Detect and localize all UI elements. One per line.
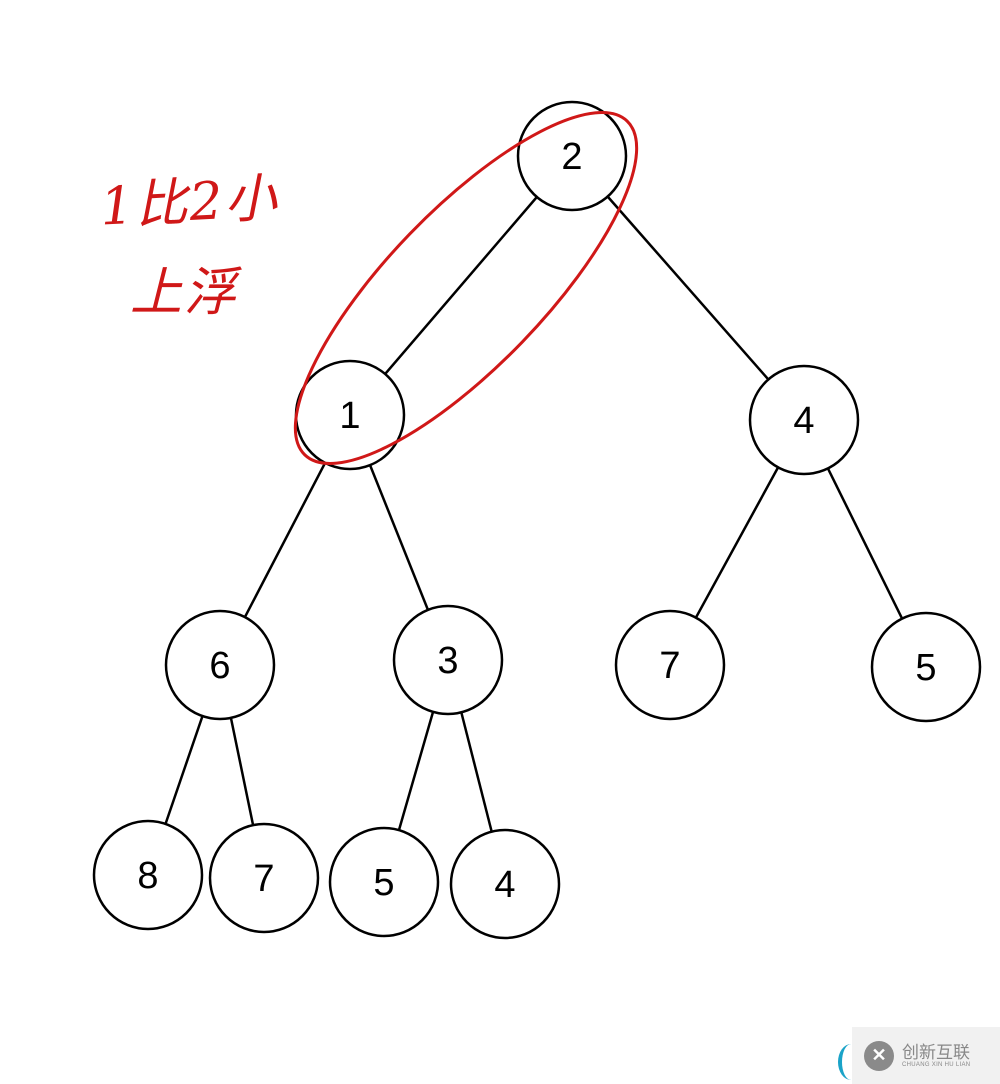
node-value: 7 xyxy=(659,645,680,687)
tree-node: 1 xyxy=(294,359,406,471)
node-circle xyxy=(208,822,320,934)
tree-node: 5 xyxy=(870,611,982,723)
tree-edges xyxy=(146,155,928,885)
tree-edge xyxy=(571,155,805,421)
node-value: 1 xyxy=(339,395,360,437)
node-value: 8 xyxy=(137,855,158,897)
tree-node: 4 xyxy=(449,828,561,940)
node-value: 4 xyxy=(793,400,814,442)
node-value: 5 xyxy=(373,862,394,904)
annotation-line-2: 上浮 xyxy=(130,263,239,323)
tree-node: 7 xyxy=(614,609,726,721)
tree-node: 8 xyxy=(92,819,204,931)
tree-edge xyxy=(349,155,573,416)
tree-node: 5 xyxy=(328,826,440,938)
node-circle xyxy=(614,609,726,721)
node-circle xyxy=(870,611,982,723)
node-circle xyxy=(92,819,204,931)
watermark-name: 创新互联 xyxy=(902,1042,970,1062)
watermark-subtitle: CHUANG XIN HU LIAN xyxy=(902,1061,971,1068)
watermark-logo-icon: ✕ xyxy=(864,1040,894,1071)
watermark: ✕ 创新互联 CHUANG XIN HU LIAN xyxy=(852,1027,1000,1084)
highlight-ellipse xyxy=(293,111,639,465)
node-value: 2 xyxy=(561,136,582,178)
node-circle xyxy=(449,828,561,940)
annotation-line-1: 1比2小 xyxy=(98,168,280,238)
watermark-arc-icon xyxy=(838,1044,864,1080)
tree-nodes: 2 1 4 6 3 7 5 8 7 5 4 xyxy=(92,100,982,940)
tree-node: 6 xyxy=(164,609,276,721)
node-value: 4 xyxy=(494,864,515,906)
node-value: 7 xyxy=(253,858,274,900)
tree-node: 3 xyxy=(392,604,504,716)
tree-node: 7 xyxy=(208,822,320,934)
tree-node: 4 xyxy=(748,364,860,476)
node-value: 5 xyxy=(915,647,936,689)
node-circle xyxy=(164,609,276,721)
node-circle xyxy=(748,364,860,476)
node-value: 6 xyxy=(209,645,230,687)
node-circle xyxy=(328,826,440,938)
node-circle xyxy=(392,604,504,716)
node-value: 3 xyxy=(437,640,458,682)
